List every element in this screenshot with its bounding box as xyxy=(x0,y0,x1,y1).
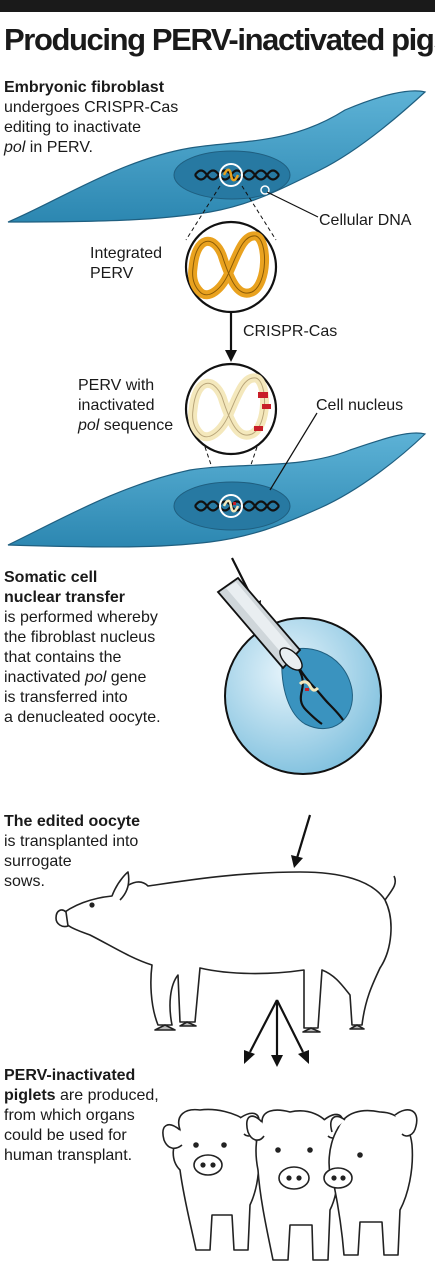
edit-mark-3 xyxy=(254,426,263,431)
step3-heading: The edited oocyte xyxy=(4,813,141,830)
highlight-circle-top xyxy=(219,163,243,187)
edit-mark-2 xyxy=(262,404,271,409)
label-perv-line2: inactivated xyxy=(78,397,155,414)
step2-line-1: is performed whereby xyxy=(4,609,158,626)
arrows-to-piglets xyxy=(244,999,309,1067)
fibroblast-cell-top xyxy=(7,90,427,223)
edit-mark-1 xyxy=(258,392,268,398)
leader-cell-nucleus xyxy=(269,412,318,491)
step1-line-a: undergoes CRISPR-Cas xyxy=(4,99,179,116)
page-title: Producing PERV-inactivated pigs xyxy=(4,22,435,57)
oocyte xyxy=(224,617,382,775)
sow xyxy=(55,871,397,1033)
step4-heading-1: PERV-inactivated xyxy=(4,1067,136,1084)
label-crispr: CRISPR-Cas xyxy=(243,323,338,340)
label-integrated-perv: Integrated PERV xyxy=(90,244,162,284)
step1-text: Embryonic fibroblast undergoes CRISPR-Ca… xyxy=(4,78,178,158)
step2-text: Somatic cell nuclear transfer is perform… xyxy=(4,568,161,728)
step2-line-5: is transferred into xyxy=(4,689,128,706)
label-perv-inactivated: PERV with inactivated pol sequence xyxy=(78,376,173,436)
integrated-perv-zoom xyxy=(184,220,278,314)
label-perv-pol: pol xyxy=(78,417,100,434)
label-integrated-line1: Integrated xyxy=(90,245,163,262)
label-integrated-line2: PERV xyxy=(90,265,134,282)
step4-line-1: are produced, xyxy=(55,1087,159,1104)
step1-pol: pol xyxy=(4,139,26,156)
arrow-to-sow xyxy=(295,814,312,859)
step1-line-c: in PERV. xyxy=(25,139,93,156)
label-perv-line1: PERV with xyxy=(78,377,155,394)
step3-line-3: sows. xyxy=(4,873,45,890)
dna-strand-top xyxy=(194,169,280,181)
piglets xyxy=(162,1108,418,1261)
step2-line-3: that contains the xyxy=(4,649,122,666)
label-cell-nucleus: Cell nucleus xyxy=(316,397,404,414)
step2-heading-1: Somatic cell xyxy=(4,569,98,586)
step4-heading-2: piglets xyxy=(4,1087,56,1104)
step2-pol: pol xyxy=(84,669,107,686)
step3-line-1: is transplanted into xyxy=(4,833,139,850)
step4-line-2: from which organs xyxy=(4,1107,135,1124)
step2-heading-2: nuclear transfer xyxy=(4,589,125,606)
step2-line-4a: inactivated xyxy=(4,669,85,686)
top-rule xyxy=(0,0,435,12)
step1-line-b: editing to inactivate xyxy=(4,119,141,136)
step4-line-3: could be used for xyxy=(4,1127,127,1144)
step2-line-4b: gene xyxy=(106,669,147,686)
fibroblast-cell-bottom xyxy=(7,412,427,548)
leader-cellular-dna xyxy=(266,191,319,218)
inactivated-perv-zoom xyxy=(184,362,278,456)
piglet-left xyxy=(162,1108,260,1251)
step4-line-4: human transplant. xyxy=(4,1147,133,1164)
step2-line-6: a denucleated oocyte. xyxy=(4,709,161,726)
step3-line-2: surrogate xyxy=(4,853,72,870)
step4-text: PERV-inactivated piglets are produced, f… xyxy=(4,1066,159,1166)
label-cellular-dna: Cellular DNA xyxy=(319,212,412,229)
label-perv-line3: sequence xyxy=(99,417,174,434)
piglet-right xyxy=(323,1109,418,1256)
piglet-center xyxy=(246,1109,344,1261)
step3-text: The edited oocyte is transplanted into s… xyxy=(4,812,140,892)
micropipette xyxy=(216,576,303,671)
step1-heading: Embryonic fibroblast xyxy=(4,79,165,96)
step2-line-2: the fibroblast nucleus xyxy=(4,629,156,646)
